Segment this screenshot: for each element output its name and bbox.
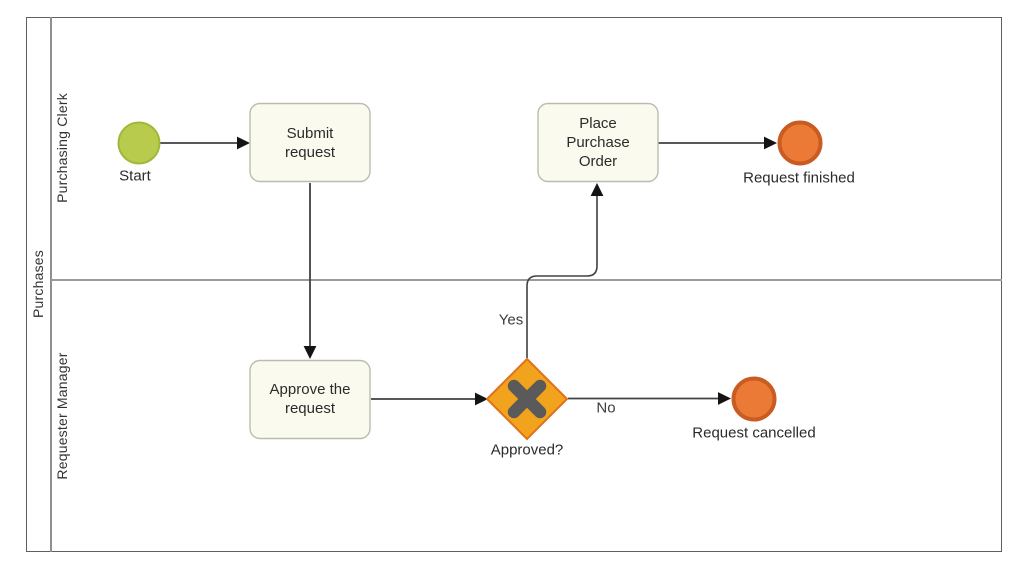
end-event-circle	[731, 376, 776, 421]
task-place-purchase-order[interactable]	[537, 102, 659, 183]
task-shape	[249, 359, 371, 439]
arrowhead-icon	[303, 346, 317, 359]
task-shape	[537, 102, 659, 183]
flow-gateway-yes-to-place-order[interactable]	[526, 183, 604, 358]
task-shape	[249, 102, 371, 183]
end-event-circle	[777, 120, 822, 166]
gateway-approved-label: Approved?	[490, 441, 564, 459]
end-event-request-finished-label: Request finished	[743, 169, 855, 186]
flow-submit-to-approve[interactable]	[303, 183, 317, 359]
start-event-label: Start	[119, 167, 151, 185]
pool-label-divider	[50, 17, 52, 552]
start-event[interactable]	[115, 119, 163, 167]
exclusive-x-icon	[507, 379, 547, 418]
yes-flow-label: Yes	[498, 311, 524, 329]
start-event-circle	[117, 121, 160, 165]
task-approve-the-request[interactable]	[249, 359, 371, 440]
lane-divider	[51, 279, 1002, 281]
end-event-request-cancelled[interactable]	[730, 375, 778, 423]
arrowhead-icon	[764, 136, 777, 150]
flow-gateway-no-to-cancelled[interactable]	[568, 392, 731, 405]
arrowhead-icon	[475, 392, 488, 406]
gateway-approved[interactable]	[485, 357, 569, 441]
flow-start-to-submit[interactable]	[160, 136, 250, 150]
flow-approve-to-gateway[interactable]	[371, 392, 488, 406]
arrowhead-icon	[590, 183, 604, 196]
task-submit-request[interactable]	[249, 102, 371, 183]
arrowhead-icon	[237, 136, 250, 150]
end-event-request-finished[interactable]	[776, 119, 824, 167]
flow-place-order-to-finished[interactable]	[658, 136, 777, 150]
arrowhead-icon	[718, 392, 731, 405]
end-event-request-cancelled-label: Request cancelled	[692, 424, 816, 442]
pool-purchases[interactable]	[26, 17, 1002, 552]
no-flow-label: No	[596, 399, 616, 417]
